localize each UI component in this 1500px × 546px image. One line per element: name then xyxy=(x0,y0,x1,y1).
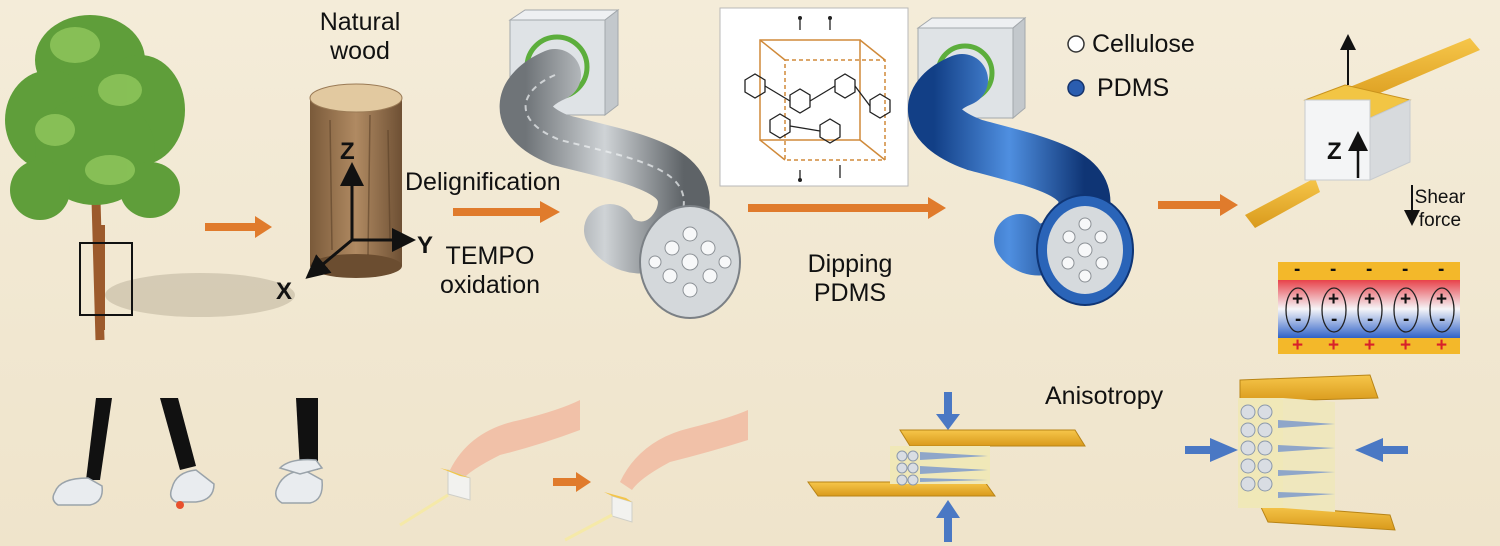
cellulose-legend-swatch xyxy=(1067,35,1085,53)
dipole-panel xyxy=(1278,262,1460,354)
minus-sign: - xyxy=(1438,259,1445,280)
molecular-structure-box xyxy=(719,7,909,187)
natural-wood-label: Natural wood xyxy=(319,8,401,65)
anisotropy-label: Anisotropy xyxy=(1045,382,1164,410)
cube-z-label: Z xyxy=(1327,138,1342,165)
wood-log xyxy=(305,83,416,279)
plus-sign: + xyxy=(1436,335,1448,356)
axis-z-label: Z xyxy=(340,138,355,165)
legend-markers xyxy=(1067,35,1085,97)
plus-sign: + xyxy=(1292,335,1304,356)
anisotropy-device xyxy=(1185,374,1408,531)
dipole-plus: + xyxy=(1436,289,1448,310)
delignification-label: Delignification xyxy=(405,168,561,196)
cellulose-fiber xyxy=(499,8,741,319)
dipole-plus: + xyxy=(1364,289,1376,310)
minus-sign: - xyxy=(1366,259,1373,280)
compression-device xyxy=(807,392,1086,542)
minus-sign: - xyxy=(1330,259,1337,280)
dipole-minus: - xyxy=(1403,309,1410,330)
plus-sign: + xyxy=(1328,335,1340,356)
dipole-minus: - xyxy=(1295,309,1302,330)
dipole-plus: + xyxy=(1292,289,1304,310)
shear-device xyxy=(1245,34,1480,228)
shear-force-label: Shear force xyxy=(1414,187,1466,231)
axis-x-label: X xyxy=(276,278,293,305)
minus-sign: - xyxy=(1294,259,1301,280)
pdms-fiber xyxy=(908,16,1134,306)
plus-sign: + xyxy=(1400,335,1412,356)
finger-pressing xyxy=(399,400,748,542)
plus-sign: + xyxy=(1364,335,1376,356)
dipole-minus: - xyxy=(1439,309,1446,330)
tempo-oxidation-label: TEMPO oxidation xyxy=(439,242,541,299)
dipping-pdms-label: Dipping PDMS xyxy=(807,250,893,307)
pdms-legend-label: PDMS xyxy=(1097,74,1170,102)
dipole-plus: + xyxy=(1400,289,1412,310)
cellulose-legend-label: Cellulose xyxy=(1092,30,1195,58)
process-arrows xyxy=(205,194,1238,492)
dipole-minus: - xyxy=(1367,309,1374,330)
walking-legs xyxy=(52,398,324,509)
axis-y-label: Y xyxy=(417,232,434,259)
dipole-minus: - xyxy=(1331,309,1338,330)
minus-sign: - xyxy=(1402,259,1409,280)
dipole-plus: + xyxy=(1328,289,1340,310)
pdms-legend-swatch xyxy=(1067,79,1085,97)
tree-illustration xyxy=(5,15,295,341)
